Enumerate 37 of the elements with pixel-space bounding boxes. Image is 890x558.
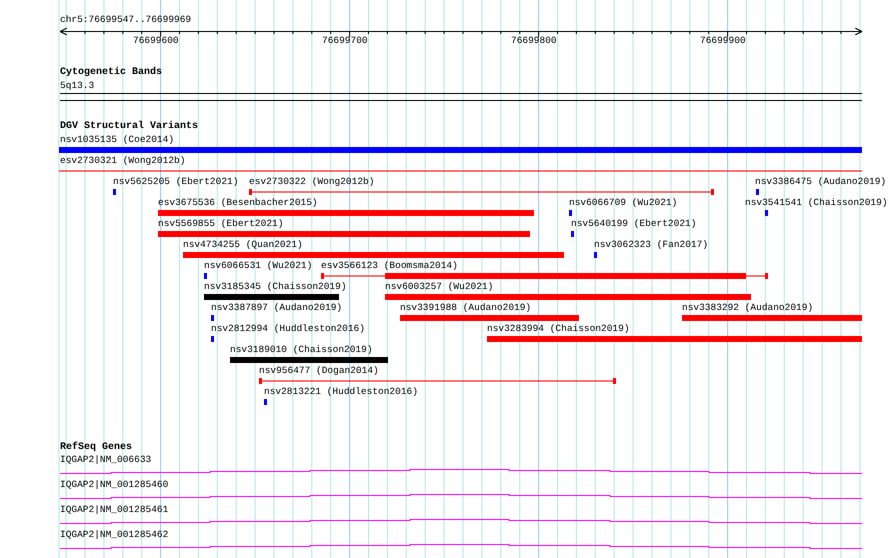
variant-label: nsv3189010 (Chaisson2019) bbox=[230, 344, 373, 356]
axis-tick-label: 76699900 bbox=[700, 35, 746, 47]
axis-tick-label: 76699800 bbox=[511, 35, 557, 47]
variant-label: nsv956477 (Dogan2014) bbox=[259, 365, 379, 377]
gene-label: IQGAP2|NM_006633 bbox=[60, 454, 152, 466]
variant-label: nsv3391988 (Audano2019) bbox=[400, 302, 532, 314]
variant-label: nsv3386475 (Audano2019) bbox=[755, 176, 886, 188]
variant-label: nsv3541541 (Chaisson2019) bbox=[745, 197, 888, 209]
gene-label: IQGAP2|NM_001285462 bbox=[60, 529, 168, 541]
variant-label: nsv3283994 (Chaisson2019) bbox=[487, 323, 630, 335]
variant-label: nsv3383292 (Audano2019) bbox=[682, 302, 814, 314]
variant-label: esv3675536 (Besenbacher2015) bbox=[158, 197, 318, 209]
gene-label: IQGAP2|NM_001285460 bbox=[60, 479, 168, 491]
variant-label: nsv2813221 (Huddleston2016) bbox=[264, 386, 418, 398]
variant-label: esv3566123 (Boomsma2014) bbox=[321, 260, 458, 272]
track-title: Cytogenetic Bands bbox=[60, 67, 162, 79]
variant-label: nsv5640199 (Ebert2021) bbox=[571, 218, 696, 230]
variant-label: nsv6066531 (Wu2021) bbox=[204, 260, 312, 272]
coordinate-range: chr5:76699547..76699969 bbox=[60, 14, 192, 26]
variant-label: nsv2812994 (Huddleston2016) bbox=[211, 323, 365, 335]
variant-label: nsv4734255 (Quan2021) bbox=[183, 239, 303, 251]
variant-label: nsv1035135 (Coe2014) bbox=[60, 134, 174, 146]
variant-label: nsv3387897 (Audano2019) bbox=[211, 302, 342, 314]
band-label: 5q13.3 bbox=[60, 80, 94, 92]
axis-tick-label: 76699600 bbox=[133, 35, 179, 47]
variant-label: esv2730322 (Wong2012b) bbox=[249, 176, 374, 188]
axis-tick-label: 76699700 bbox=[322, 35, 368, 47]
variant-label: nsv5569855 (Ebert2021) bbox=[158, 218, 284, 230]
gene-label: IQGAP2|NM_001285461 bbox=[60, 504, 168, 516]
variant-label: esv2730321 (Wong2012b) bbox=[60, 155, 186, 167]
variant-label: nsv6066709 (Wu2021) bbox=[569, 197, 678, 209]
track-title: DGV Structural Variants bbox=[60, 121, 198, 133]
track-title: RefSeq Genes bbox=[60, 442, 132, 454]
variant-label: nsv3062323 (Fan2017) bbox=[594, 239, 708, 251]
variant-label: nsv3185345 (Chaisson2019) bbox=[204, 281, 347, 293]
variant-label: nsv5625205 (Ebert2021) bbox=[113, 176, 238, 188]
variant-label: nsv6003257 (Wu2021) bbox=[385, 281, 494, 293]
